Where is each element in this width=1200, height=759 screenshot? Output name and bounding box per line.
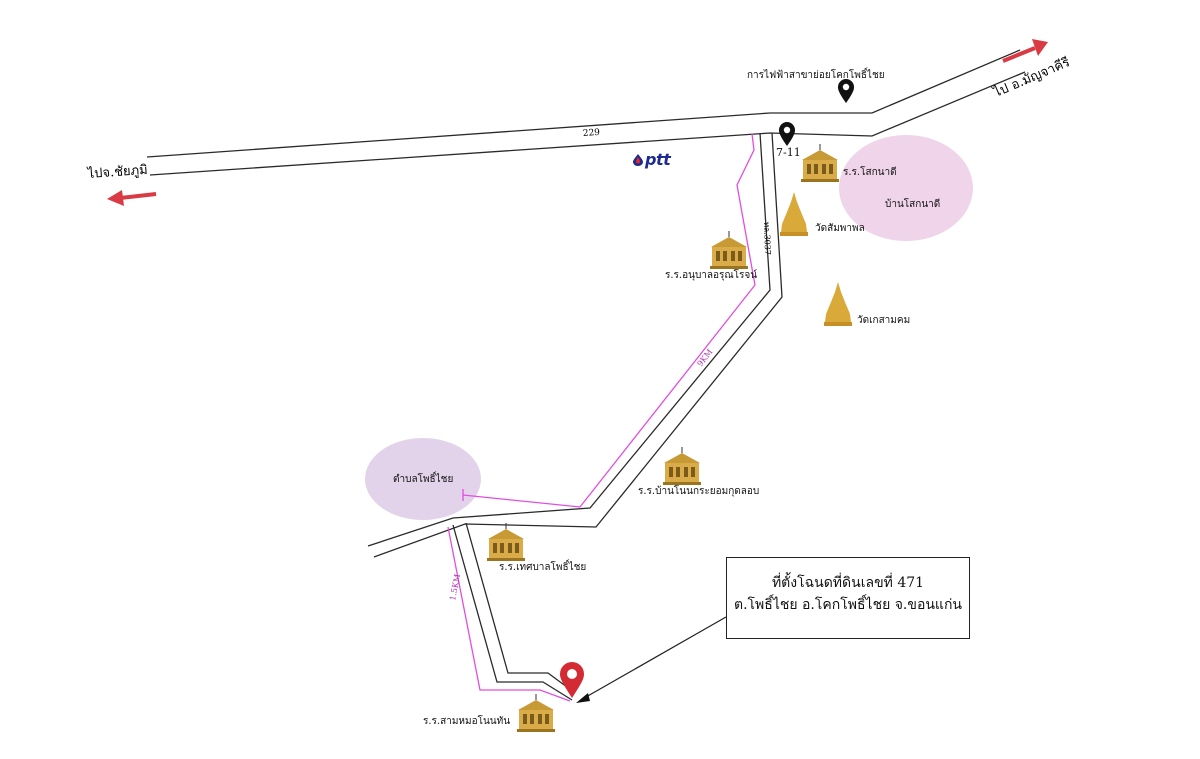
power-office-label: การไฟฟ้าสาขาย่อยโคกโพธิ์ไชย [747, 70, 885, 81]
subdistrict-pho-chai-label: ตำบลโพธิ์ไชย [393, 474, 454, 485]
temple-icon [780, 192, 808, 236]
distance-9km-label: 9KM [695, 348, 714, 369]
school-thesaban-label: ร.ร.เทศบาลโพธิ์ไชย [499, 562, 587, 573]
road-3037 [367, 132, 783, 558]
site-pin-icon [560, 662, 584, 698]
temple-icon [824, 282, 852, 326]
map-pin-icon [838, 79, 854, 103]
land-location-callout: ที่ตั้งโฉนดที่ดินเลขที่ 471 ต.โพธิ์ไชย อ… [726, 557, 970, 639]
local-road [452, 522, 576, 701]
callout-line-1: ที่ตั้งโฉนดที่ดินเลขที่ 471 [771, 575, 925, 591]
school-anuban-label: ร.ร.อนุบาลอรุณโรจน์ [665, 270, 758, 281]
ptt-logo-icon [633, 154, 643, 166]
road-229 [146, 49, 1026, 176]
wat-kesamkhom-label: วัดเกสามคม [857, 315, 911, 326]
school-icon [710, 231, 748, 269]
school-sam-mo-label: ร.ร.สามหมอโนนทัน [423, 716, 511, 727]
ptt-logo: ptt [633, 150, 671, 169]
direction-arrow-icon [107, 190, 157, 206]
village-sokanadi-area [839, 135, 973, 241]
school-icon [663, 447, 701, 485]
school-icon [801, 144, 839, 182]
wat-sanphaphon-label: วัดสัมพาพล [815, 223, 865, 234]
seven-eleven-label: 7-11 [776, 146, 801, 159]
school-icon [487, 523, 525, 561]
to-manchakhiri-label: ไป อ.มัญจาคีรี [990, 54, 1072, 101]
road-3037-label: ทล.3037 [762, 222, 772, 255]
direction-arrow-icon [1002, 39, 1048, 63]
village-sokanadi-label: บ้านโสกนาดี [885, 199, 941, 210]
route-9km [462, 133, 756, 508]
subdistrict-pho-chai-area [365, 438, 481, 520]
ptt-logo-text: ptt [645, 150, 671, 169]
to-chaiyaphum-label: ไปจ.ชัยภูมิ [86, 162, 148, 182]
callout-line-2: ต.โพธิ์ไชย อ.โคกโพธิ์ไชย จ.ขอนแก่น [733, 597, 962, 613]
school-icon [517, 694, 555, 732]
school-sokanadi-label: ร.ร.โสกนาดี [843, 167, 897, 178]
map-pin-icon [779, 122, 795, 146]
road-229-label: 229 [583, 128, 601, 139]
route-15km [447, 526, 571, 702]
school-ban-non-label: ร.ร.บ้านโนนกระยอมกุดลอบ [638, 486, 760, 497]
callout-arrowhead [576, 693, 590, 703]
callout-leader-line [585, 616, 727, 698]
